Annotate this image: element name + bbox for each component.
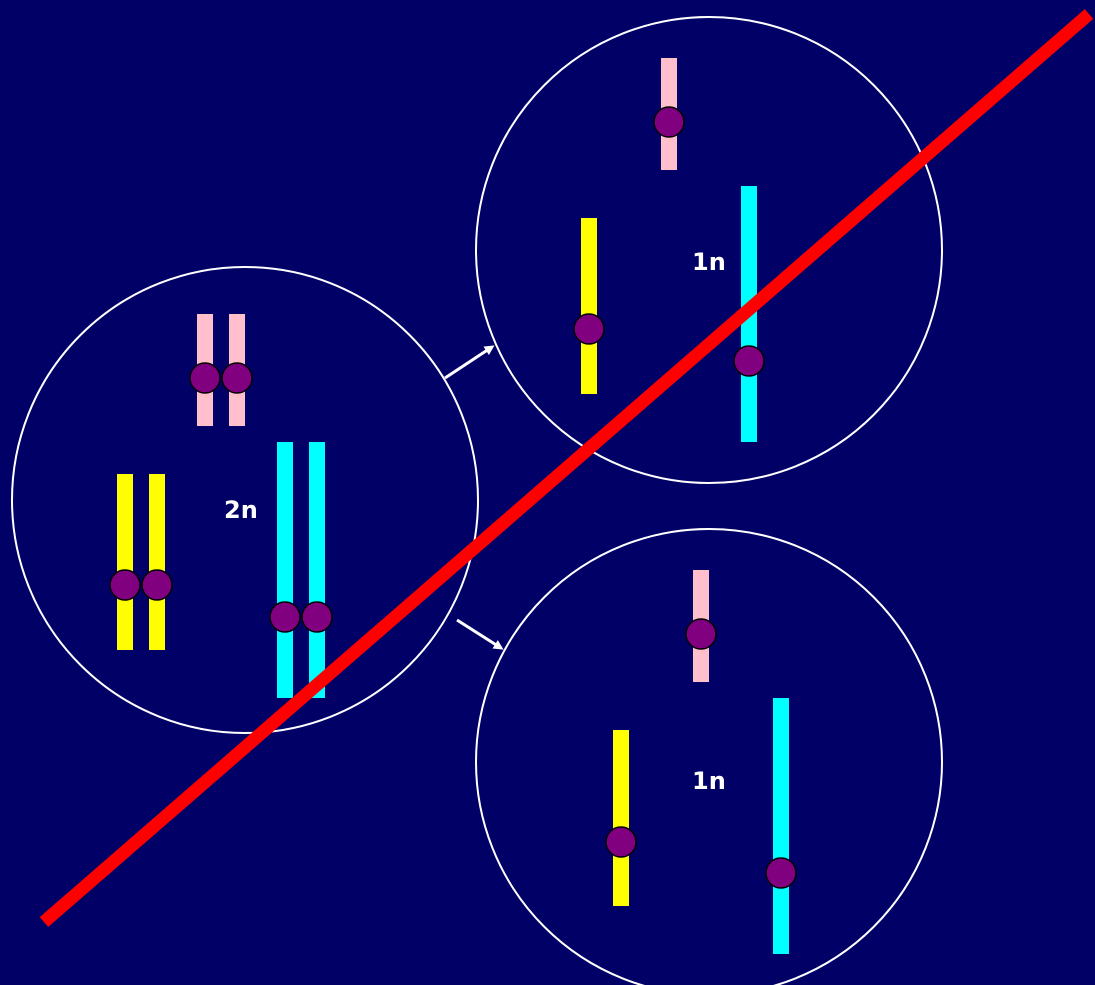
daughter-cell-top: 1n <box>475 16 943 484</box>
centromere <box>301 601 333 633</box>
top-ploidy-label: 1n <box>692 248 726 276</box>
centromere <box>141 569 173 601</box>
centromere <box>573 313 605 345</box>
arrow-down-right-icon <box>456 618 504 650</box>
daughter-cell-top-outline <box>475 16 943 484</box>
centromere <box>765 857 797 889</box>
chromosome-yellow <box>581 218 597 394</box>
centromere <box>733 345 765 377</box>
centromere <box>653 106 685 138</box>
chromosome-cyan-1 <box>277 442 293 698</box>
parent-ploidy-label: 2n <box>224 496 258 524</box>
bottom-ploidy-label: 1n <box>692 767 726 795</box>
centromere <box>109 569 141 601</box>
daughter-cell-bottom: 1n <box>475 528 943 985</box>
arrow-up-right-icon <box>444 345 495 380</box>
centromere <box>189 362 221 394</box>
centromere <box>685 618 717 650</box>
parent-cell-outline <box>11 266 479 734</box>
chromosome-cyan-2 <box>309 442 325 698</box>
chromosome-yellow-2 <box>149 474 165 650</box>
centromere <box>269 601 301 633</box>
chromosome-yellow-1 <box>117 474 133 650</box>
strike-through-line <box>39 9 1094 927</box>
parent-cell: 2n <box>11 266 479 734</box>
centromere <box>605 826 637 858</box>
chromosome-cyan <box>773 698 789 954</box>
daughter-cell-bottom-outline <box>475 528 943 985</box>
chromosome-yellow <box>613 730 629 906</box>
centromere <box>221 362 253 394</box>
